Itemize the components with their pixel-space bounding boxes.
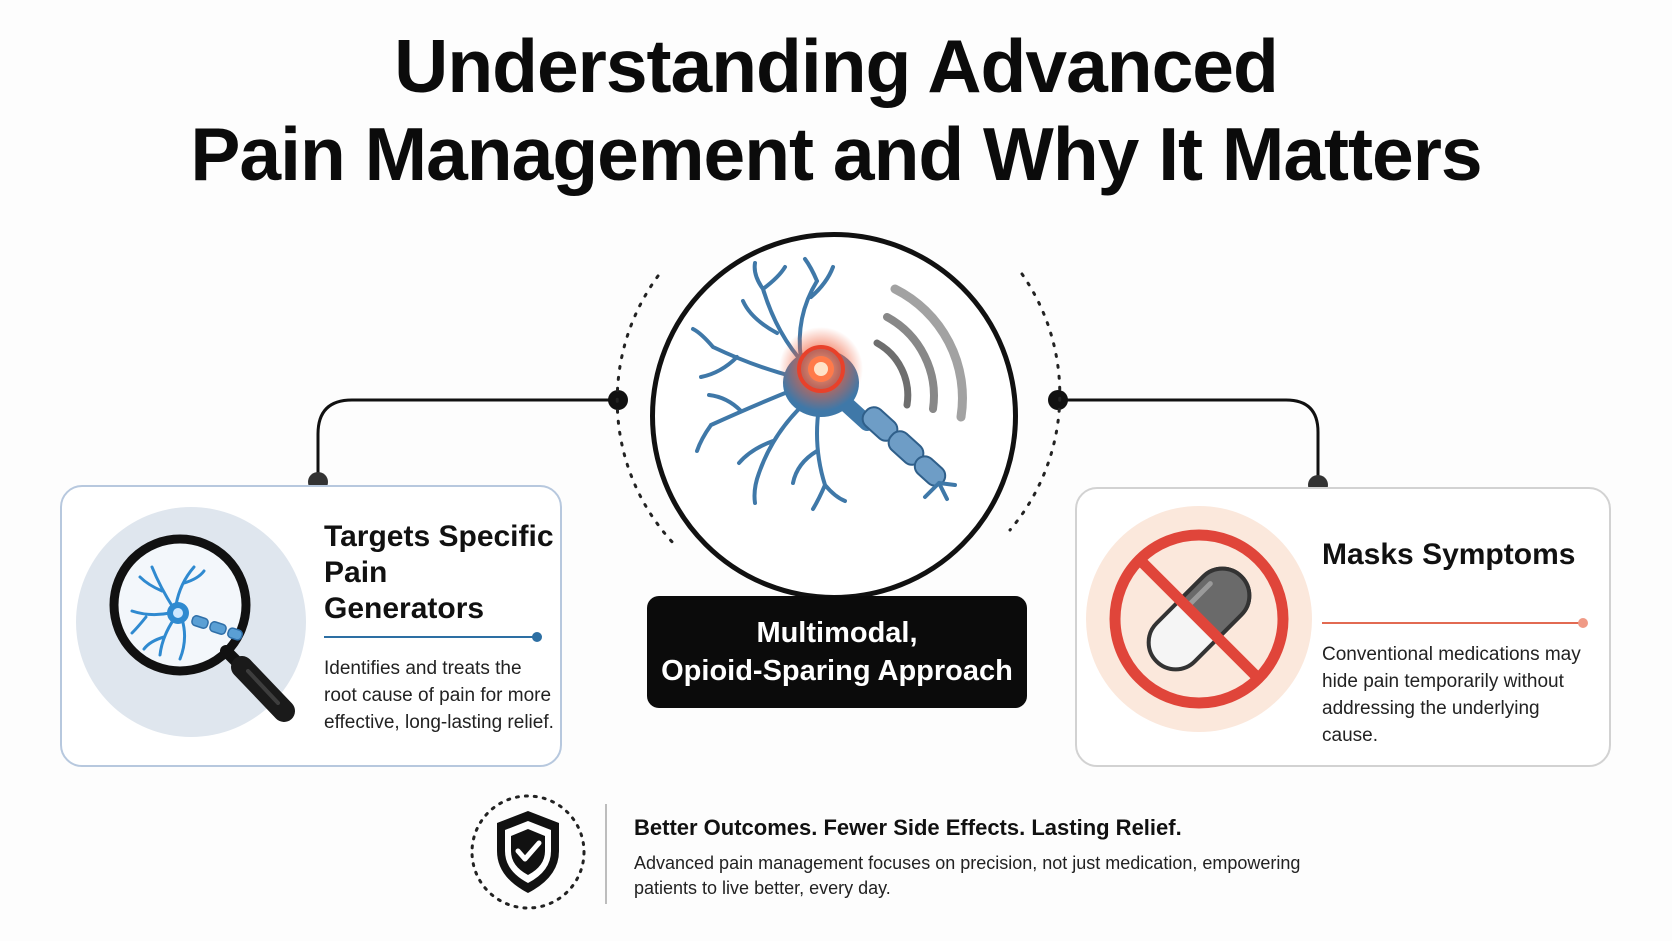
magnifying-glass-neuron-icon <box>109 534 295 722</box>
right-card-title: Masks Symptoms <box>1322 538 1576 571</box>
shield-check-icon <box>470 794 586 910</box>
page-title: Understanding Advanced Pain Management a… <box>0 22 1672 198</box>
targets-pain-generators-card: Targets Specific Pain Generators Identif… <box>60 485 562 767</box>
left-card-divider <box>324 632 542 642</box>
right-connector-line <box>1058 398 1320 485</box>
left-card-body: Identifies and treats the root cause of … <box>324 658 554 733</box>
prohibited-pill-icon <box>1109 529 1289 709</box>
shield-badge <box>469 793 587 911</box>
right-card-divider <box>1322 618 1588 628</box>
approach-label: Multimodal, Opioid-Sparing Approach <box>647 596 1027 708</box>
right-connector-node-top <box>1048 390 1068 410</box>
masks-symptoms-card: Masks Symptoms Conventional medications … <box>1075 487 1611 767</box>
approach-label-line-1: Multimodal, <box>756 617 918 649</box>
approach-label-line-2: Opioid-Sparing Approach <box>661 655 1013 687</box>
left-card-title: Targets Specific Pain Generators <box>324 520 554 625</box>
footer-divider <box>605 804 607 904</box>
left-connector-line <box>316 398 618 482</box>
right-card-body: Conventional medications may hide pain t… <box>1322 644 1581 746</box>
footer-body: Advanced pain management focuses on prec… <box>634 853 1301 898</box>
center-neuron-circle <box>650 232 1018 600</box>
footer-headline: Better Outcomes. Fewer Side Effects. Las… <box>634 815 1182 840</box>
title-line-1: Understanding Advanced <box>394 24 1279 108</box>
left-dotted-arc <box>615 274 677 547</box>
neuron-pain-signal-icon <box>691 257 967 511</box>
title-line-2: Pain Management and Why It Matters <box>190 112 1482 196</box>
